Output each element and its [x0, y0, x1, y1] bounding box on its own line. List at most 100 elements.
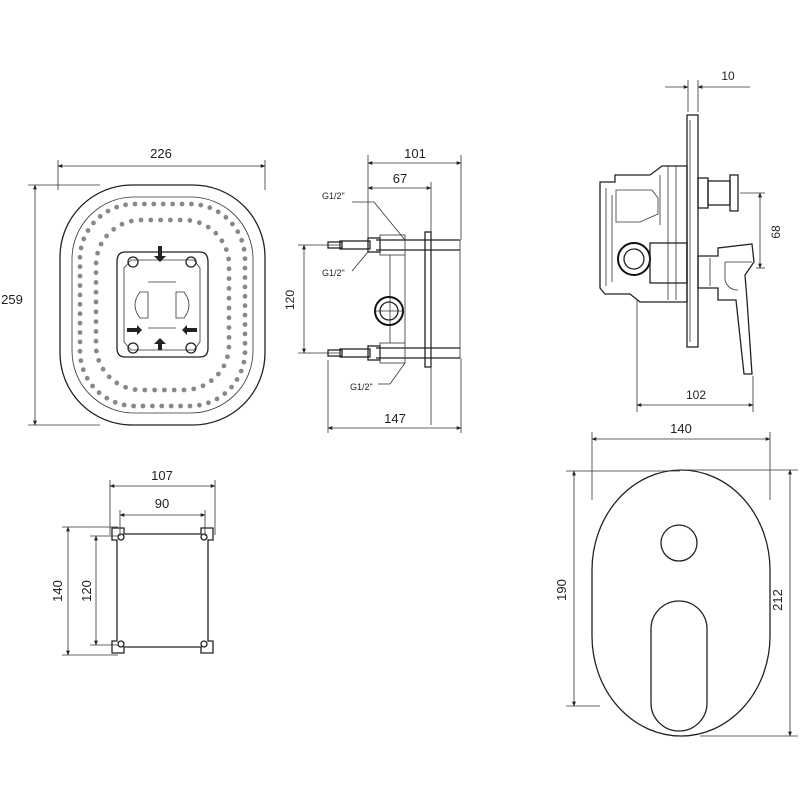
perforation-dot: [77, 330, 83, 335]
perforation-dot: [241, 246, 247, 252]
perforation-dot: [223, 247, 229, 253]
mounting-plate-outline: [59, 184, 266, 426]
perforation-dot: [111, 226, 117, 232]
perforation-dot: [77, 301, 83, 307]
perforation-dot: [242, 275, 248, 280]
perforation-dot: [140, 403, 146, 409]
dim-cover-inner-height: 190: [554, 579, 569, 601]
perforation-dot: [80, 367, 86, 373]
perforation-dot: [152, 387, 158, 393]
perforation-dot: [77, 264, 83, 270]
perforation-dot: [93, 270, 99, 275]
perforation-dot: [114, 380, 120, 386]
perforation-dot: [215, 209, 221, 215]
perforation-dot: [168, 217, 173, 223]
bracket-hole: [117, 533, 125, 541]
mounting-plate-view: 226 259: [1, 146, 266, 426]
perforation-dot: [206, 400, 211, 406]
perforation-dot: [235, 229, 241, 235]
perforation-dot: [121, 402, 127, 408]
valve-housing-outline: [116, 251, 209, 358]
dim-offset: 68: [769, 225, 783, 239]
side-section-view: 101 67 147 120 G1/2" G1/2" G1/2": [283, 146, 462, 433]
perforation-dot: [230, 221, 235, 227]
perforation-dot: [242, 284, 248, 290]
housing-arrow-icon: [154, 246, 166, 262]
perforation-dot: [226, 325, 232, 330]
perforation-dot: [226, 276, 232, 281]
perforation-dot: [77, 292, 83, 298]
perforation-dot: [93, 309, 99, 315]
perforation-dot: [159, 403, 165, 409]
perforation-dot: [189, 201, 194, 207]
perforation-dot: [226, 315, 232, 321]
perforation-dot: [242, 350, 248, 356]
perforation-dot: [77, 311, 83, 317]
perforation-dot: [226, 295, 232, 301]
perforation-dot: [160, 201, 166, 207]
perforation-dot: [93, 289, 99, 295]
perforation-dot: [170, 201, 176, 207]
perforation-dot: [208, 378, 214, 384]
perforation-dot: [226, 344, 232, 350]
perforation-dot: [200, 383, 206, 389]
perforation-dot: [119, 221, 125, 227]
thread-label-bottom: G1/2": [350, 382, 373, 392]
perforation-dot: [138, 217, 144, 223]
perforation-dot: [207, 205, 213, 211]
perforation-dot: [93, 260, 99, 266]
dim-bracket-inner-height: 120: [79, 580, 94, 602]
perforation-dot: [94, 348, 99, 354]
perforation-dot: [214, 396, 220, 402]
perforation-dot: [105, 208, 111, 214]
dim-depth-inner: 67: [393, 171, 407, 186]
perforation-dot: [132, 387, 138, 392]
perforation-dot: [106, 374, 112, 380]
perforation-dot: [148, 217, 154, 223]
perforation-dot: [179, 201, 185, 207]
perforation-dot: [242, 322, 248, 327]
perforation-dot: [226, 256, 232, 262]
perforation-dot: [242, 265, 248, 271]
bracket-view: 107 90 140 120: [50, 468, 216, 656]
perforation-dot: [241, 359, 247, 365]
bracket-outline: [111, 527, 214, 654]
perforation-dot: [242, 256, 248, 262]
perforation-dot: [81, 236, 87, 242]
perforation-dot: [197, 402, 202, 408]
profile-handle: [697, 243, 755, 375]
perforation-dot: [100, 366, 106, 372]
housing-arrow-icon: [182, 325, 197, 335]
perforation-dot: [151, 201, 157, 207]
thread-label-top: G1/2": [322, 191, 345, 201]
perforation-dot: [77, 339, 83, 345]
dim-depth-outer: 101: [404, 146, 426, 161]
perforation-dot: [77, 254, 83, 260]
side-wall-plate: [424, 231, 432, 368]
perforation-dot: [242, 293, 248, 299]
dim-plate-height: 259: [1, 292, 23, 307]
profile-cartridge: [697, 177, 709, 209]
housing-arrow-icon: [127, 325, 142, 335]
perforation-dot: [239, 237, 245, 243]
housing-arrow-icon: [154, 338, 166, 350]
perforation-dot: [93, 338, 99, 344]
perforation-dot: [198, 202, 204, 208]
perforation-dot: [205, 224, 211, 230]
bracket-hole: [200, 640, 208, 648]
perforation-dot: [216, 371, 221, 377]
perforation-dot: [96, 358, 102, 363]
perforation-dot: [132, 201, 138, 207]
diverter-knob: [660, 524, 698, 562]
perforation-dot: [242, 331, 248, 337]
perforation-dot: [181, 387, 187, 393]
perforation-dot: [104, 233, 109, 239]
perforation-dot: [131, 403, 137, 409]
perforation-dot: [219, 238, 225, 244]
perforation-dot: [177, 217, 183, 223]
perforation-dot: [158, 217, 164, 223]
cover-plate-outline: [591, 469, 771, 737]
perforation-dot: [95, 250, 100, 256]
perforation-dot: [213, 230, 219, 236]
